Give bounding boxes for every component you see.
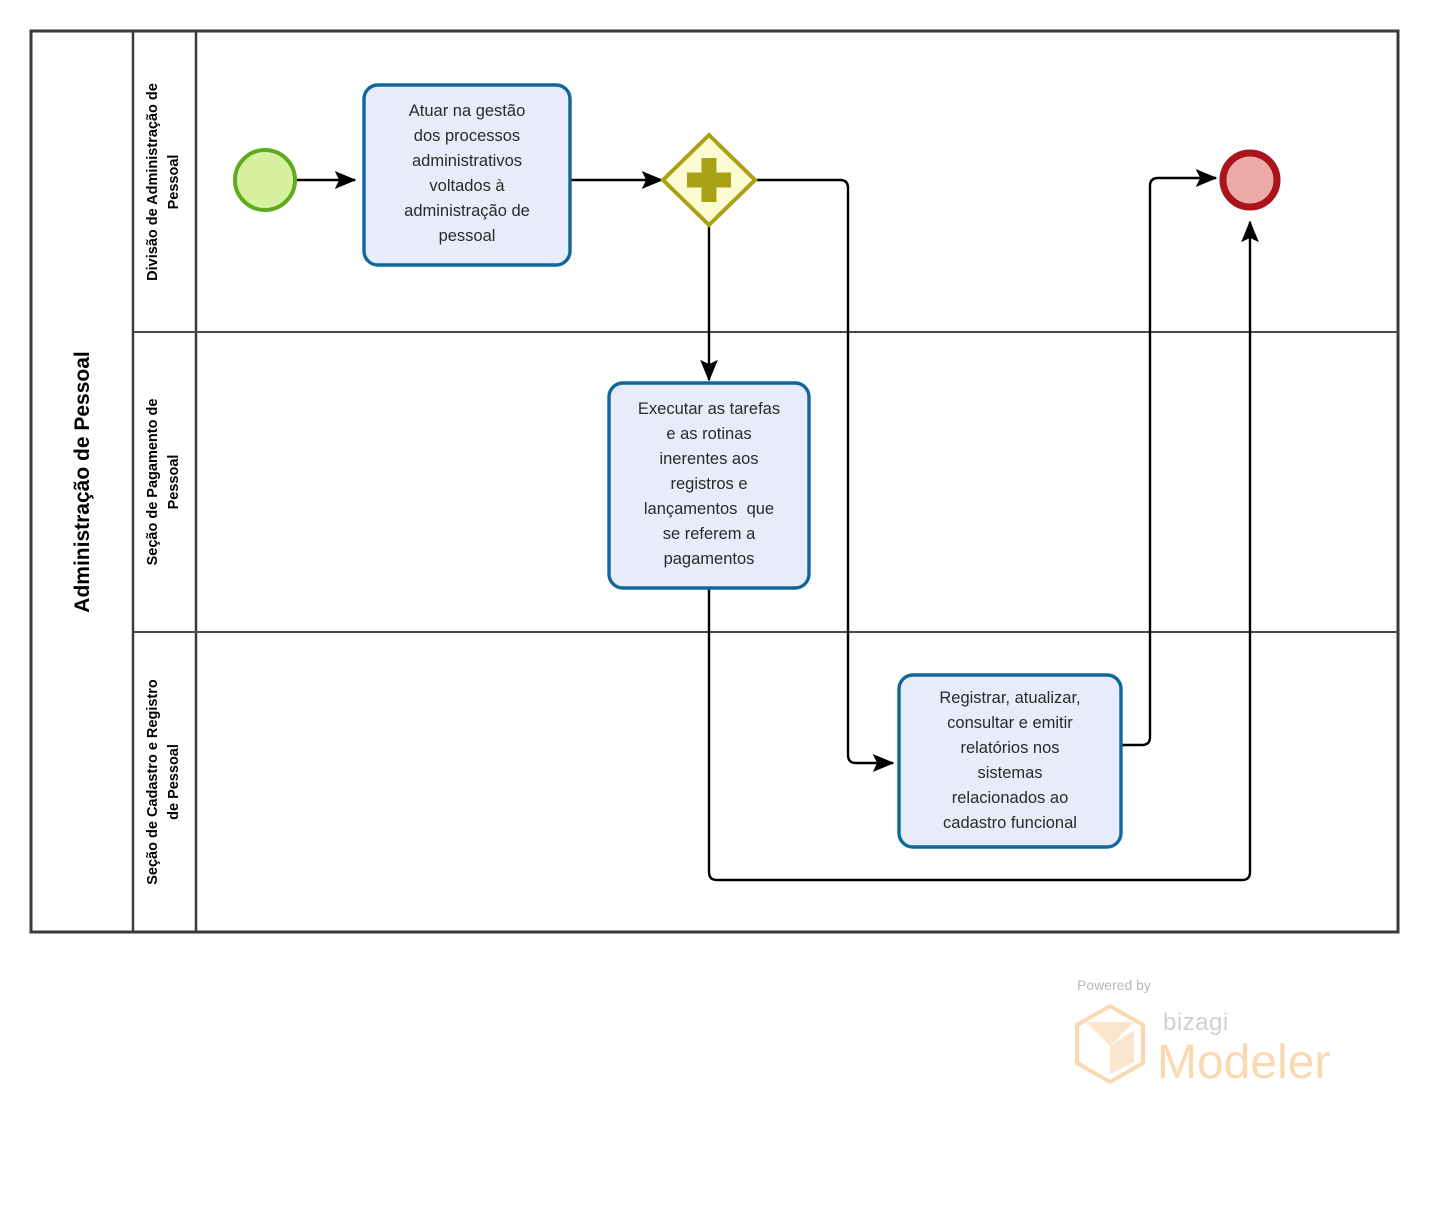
task-atuar-gestao-line-6: pessoal: [439, 227, 496, 245]
task-atuar-gestao-line-5: administração de: [404, 202, 530, 220]
lane-title-cadastro: Seção de Cadastro e Registro de Pessoal: [145, 679, 182, 885]
task-registrar-atualizar-line-6: cadastro funcional: [943, 814, 1077, 832]
lane-title-pagamento: Seção de Pagamento de Pessoal: [145, 399, 182, 566]
flow-task2-to-end: [707, 220, 1259, 882]
lane-title-cadastro-line1: Seção de Cadastro e Registro: [145, 679, 161, 885]
bizagi-watermark: Powered by bizagi Modeler: [1075, 977, 1330, 1089]
task-registrar-atualizar-line-3: relatórios nos: [960, 739, 1059, 757]
pool-title-text: Administração de Pessoal: [71, 351, 94, 612]
task-registrar-atualizar-line-4: sistemas: [977, 764, 1042, 782]
powered-by-label: Powered by: [1077, 977, 1151, 993]
task-executar-tarefas-line-3: inerentes aos: [659, 450, 758, 468]
start-event[interactable]: [233, 148, 297, 212]
lane-title-divisao-line2: Pessoal: [166, 155, 182, 210]
parallel-gateway[interactable]: [660, 132, 758, 228]
task-registrar-atualizar-shape[interactable]: [897, 673, 1123, 849]
task-executar-tarefas-line-4: registros e: [670, 475, 747, 493]
task-executar-tarefas-line-2: e as rotinas: [666, 425, 751, 443]
end-event[interactable]: [1219, 149, 1281, 211]
task-registrar-atualizar[interactable]: Registrar, atualizar, consultar e emitir…: [897, 673, 1123, 849]
task-atuar-gestao-line-2: dos processos: [414, 127, 520, 145]
task-registrar-atualizar-line-5: relacionados ao: [952, 789, 1069, 807]
bizagi-hexagon-icon: [1075, 1003, 1145, 1085]
task-registrar-atualizar-line-1: Registrar, atualizar,: [939, 689, 1080, 707]
flow-task3-to-end: [1122, 169, 1218, 747]
lane-title-pagamento-line2: Pessoal: [166, 455, 182, 510]
task-executar-tarefas-line-6: se referem a: [663, 525, 756, 543]
pool-title: Administração de Pessoal: [71, 351, 94, 612]
pool-administracao-de-pessoal[interactable]: [29, 29, 1400, 934]
task-executar-tarefas-line-7: pagamentos: [664, 550, 755, 568]
task-atuar-gestao-line-1: Atuar na gestão: [409, 102, 526, 120]
lane-title-cadastro-line2: de Pessoal: [166, 744, 182, 820]
lane-title-divisao: Divisão de Administração de Pessoal: [145, 83, 182, 281]
plus-icon: [687, 158, 731, 202]
task-executar-tarefas[interactable]: Executar as tarefas e as rotinas inerent…: [607, 381, 811, 590]
task-atuar-gestao-shape[interactable]: [362, 83, 572, 267]
task-atuar-gestao[interactable]: Atuar na gestão dos processos administra…: [362, 83, 572, 267]
task-executar-tarefas-shape[interactable]: [607, 381, 811, 590]
lane-title-divisao-line1: Divisão de Administração de: [145, 83, 161, 281]
task-executar-tarefas-line-1: Executar as tarefas: [638, 400, 780, 418]
bizagi-product-label: Modeler: [1157, 1036, 1330, 1089]
bizagi-brand-label: bizagi: [1163, 1009, 1229, 1036]
lane-title-pagamento-line1: Seção de Pagamento de: [145, 399, 161, 566]
flow-gateway-to-task3: [754, 178, 895, 772]
task-executar-tarefas-line-5: lançamentos que: [644, 500, 774, 518]
task-atuar-gestao-line-3: administrativos: [412, 152, 522, 170]
task-atuar-gestao-line-4: voltados à: [429, 177, 505, 195]
task-registrar-atualizar-line-2: consultar e emitir: [947, 714, 1073, 732]
